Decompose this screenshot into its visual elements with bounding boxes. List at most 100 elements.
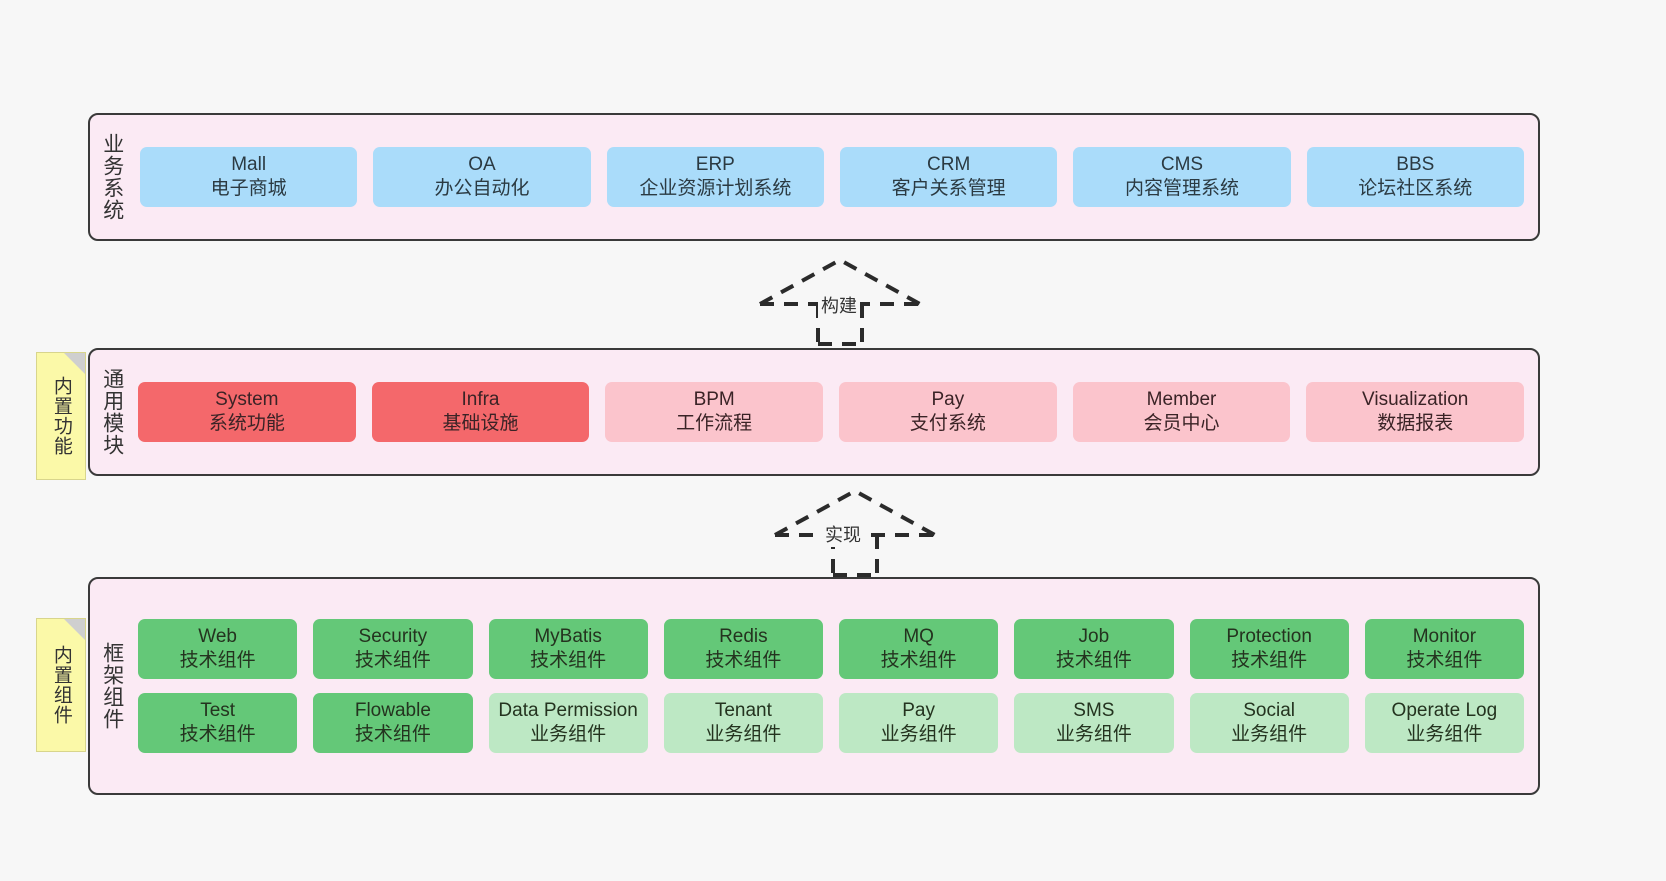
component-security-en: Security [358,626,428,648]
module-oa-cn: 办公自动化 [434,178,530,199]
component-sms-cn: 业务组件 [1055,723,1132,745]
note-fold-corner-icon [64,353,85,374]
module-crm-cn: 客户关系管理 [891,178,1006,199]
module-crm-en: CRM [927,154,971,176]
component-mq-cn: 技术组件 [880,650,957,672]
component-mybatis-cn: 技术组件 [530,650,607,672]
component-test[interactable]: Test 技术组件 [138,693,298,753]
component-flowable-cn: 技术组件 [354,723,431,745]
layer-business-systems: 业务系统 Mall 电子商城 OA 办公自动化 ERP 企业资源计划系统 CRM… [88,113,1540,241]
module-bbs[interactable]: BBS 论坛社区系统 [1306,147,1524,207]
arrow-build-label: 构建 [818,292,860,318]
component-security[interactable]: Security 技术组件 [313,619,473,679]
component-protection-cn: 技术组件 [1231,650,1308,672]
component-mq-en: MQ [903,626,934,648]
note-fold-corner-icon [64,619,85,640]
component-operate-log-cn: 业务组件 [1406,723,1483,745]
module-bbs-cn: 论坛社区系统 [1358,178,1473,199]
module-infra[interactable]: Infra 基础设施 [371,382,590,442]
component-tenant-cn: 业务组件 [705,723,782,745]
component-web[interactable]: Web 技术组件 [138,619,298,679]
component-pay[interactable]: Pay 业务组件 [839,693,999,753]
component-mybatis-en: MyBatis [534,626,602,648]
module-visualization[interactable]: Visualization 数据报表 [1306,382,1525,442]
component-data-permission-cn: 业务组件 [530,723,607,745]
module-pay-cn: 支付系统 [909,413,986,434]
note-builtin-components-text: 内置组件 [50,645,72,725]
framework-tech-row: Web 技术组件 Security 技术组件 MyBatis 技术组件 Redi… [138,619,1524,679]
module-mall-en: Mall [231,154,267,176]
component-operate-log-en: Operate Log [1391,700,1498,721]
module-pay-en: Pay [931,389,965,411]
module-mall[interactable]: Mall 电子商城 [140,147,358,207]
component-monitor[interactable]: Monitor 技术组件 [1364,619,1524,679]
layer-common-modules-body: System 系统功能 Infra 基础设施 BPM 工作流程 Pay 支付系统… [134,350,1538,474]
layer-framework-components-body: Web 技术组件 Security 技术组件 MyBatis 技术组件 Redi… [134,579,1538,793]
module-bpm-en: BPM [693,389,735,411]
module-cms-cn: 内容管理系统 [1124,178,1239,199]
component-flowable-en: Flowable [354,700,431,721]
component-job-en: Job [1078,626,1110,648]
component-redis-en: Redis [719,626,768,648]
component-social-cn: 业务组件 [1231,723,1308,745]
component-data-permission[interactable]: Data Permission 业务组件 [488,693,648,753]
component-mq[interactable]: MQ 技术组件 [839,619,999,679]
component-pay-cn: 业务组件 [880,723,957,745]
common-modules-row: System 系统功能 Infra 基础设施 BPM 工作流程 Pay 支付系统… [138,382,1525,442]
component-tenant-en: Tenant [714,700,772,721]
business-systems-row: Mall 电子商城 OA 办公自动化 ERP 企业资源计划系统 CRM 客户关系… [140,147,1524,207]
note-builtin-components: 内置组件 [36,618,86,752]
component-sms-en: SMS [1073,700,1115,721]
component-tenant[interactable]: Tenant 业务组件 [663,693,823,753]
module-erp[interactable]: ERP 企业资源计划系统 [606,147,824,207]
module-member[interactable]: Member 会员中心 [1072,382,1291,442]
module-crm[interactable]: CRM 客户关系管理 [839,147,1058,207]
component-flowable[interactable]: Flowable 技术组件 [313,693,473,753]
layer-business-systems-body: Mall 电子商城 OA 办公自动化 ERP 企业资源计划系统 CRM 客户关系… [134,115,1538,239]
component-web-en: Web [198,626,237,648]
component-web-cn: 技术组件 [179,650,256,672]
module-bbs-en: BBS [1396,154,1435,176]
layer-common-modules-label: 通用模块 [100,368,124,456]
note-builtin-functions: 内置功能 [36,352,86,480]
component-social[interactable]: Social 业务组件 [1189,693,1349,753]
component-test-cn: 技术组件 [179,723,256,745]
component-data-permission-en: Data Permission [498,700,638,721]
component-monitor-en: Monitor [1412,626,1477,648]
layer-common-modules: 通用模块 System 系统功能 Infra 基础设施 BPM 工作流程 Pay… [88,348,1540,476]
component-security-cn: 技术组件 [354,650,431,672]
module-erp-cn: 企业资源计划系统 [639,178,792,199]
component-job[interactable]: Job 技术组件 [1014,619,1174,679]
component-protection-en: Protection [1226,626,1312,648]
module-infra-cn: 基础设施 [442,413,519,434]
module-bpm[interactable]: BPM 工作流程 [605,382,824,442]
module-bpm-cn: 工作流程 [676,413,753,434]
module-member-en: Member [1146,389,1217,411]
component-protection[interactable]: Protection 技术组件 [1189,619,1349,679]
module-oa-en: OA [468,154,496,176]
module-oa[interactable]: OA 办公自动化 [373,147,591,207]
component-operate-log[interactable]: Operate Log 业务组件 [1364,693,1524,753]
module-mall-cn: 电子商城 [210,178,287,199]
module-pay[interactable]: Pay 支付系统 [839,382,1057,442]
module-cms[interactable]: CMS 内容管理系统 [1073,147,1291,207]
component-monitor-cn: 技术组件 [1406,650,1483,672]
note-builtin-functions-text: 内置功能 [50,376,72,456]
component-sms[interactable]: SMS 业务组件 [1014,693,1174,753]
arrow-implement-label: 实现 [822,521,864,547]
component-mybatis[interactable]: MyBatis 技术组件 [488,619,648,679]
layer-framework-components: 框架组件 Web 技术组件 Security 技术组件 MyBatis 技术组件… [88,577,1540,795]
module-erp-en: ERP [695,154,735,176]
module-system-en: System [215,389,279,411]
layer-framework-components-label: 框架组件 [100,642,124,730]
component-redis-cn: 技术组件 [705,650,782,672]
component-redis[interactable]: Redis 技术组件 [663,619,823,679]
module-infra-en: Infra [461,389,500,411]
component-test-en: Test [200,700,236,721]
module-system[interactable]: System 系统功能 [138,382,356,442]
module-visualization-en: Visualization [1362,389,1469,411]
framework-business-row: Test 技术组件 Flowable 技术组件 Data Permission … [138,693,1524,753]
module-system-cn: 系统功能 [208,413,285,434]
module-visualization-cn: 数据报表 [1377,413,1454,434]
